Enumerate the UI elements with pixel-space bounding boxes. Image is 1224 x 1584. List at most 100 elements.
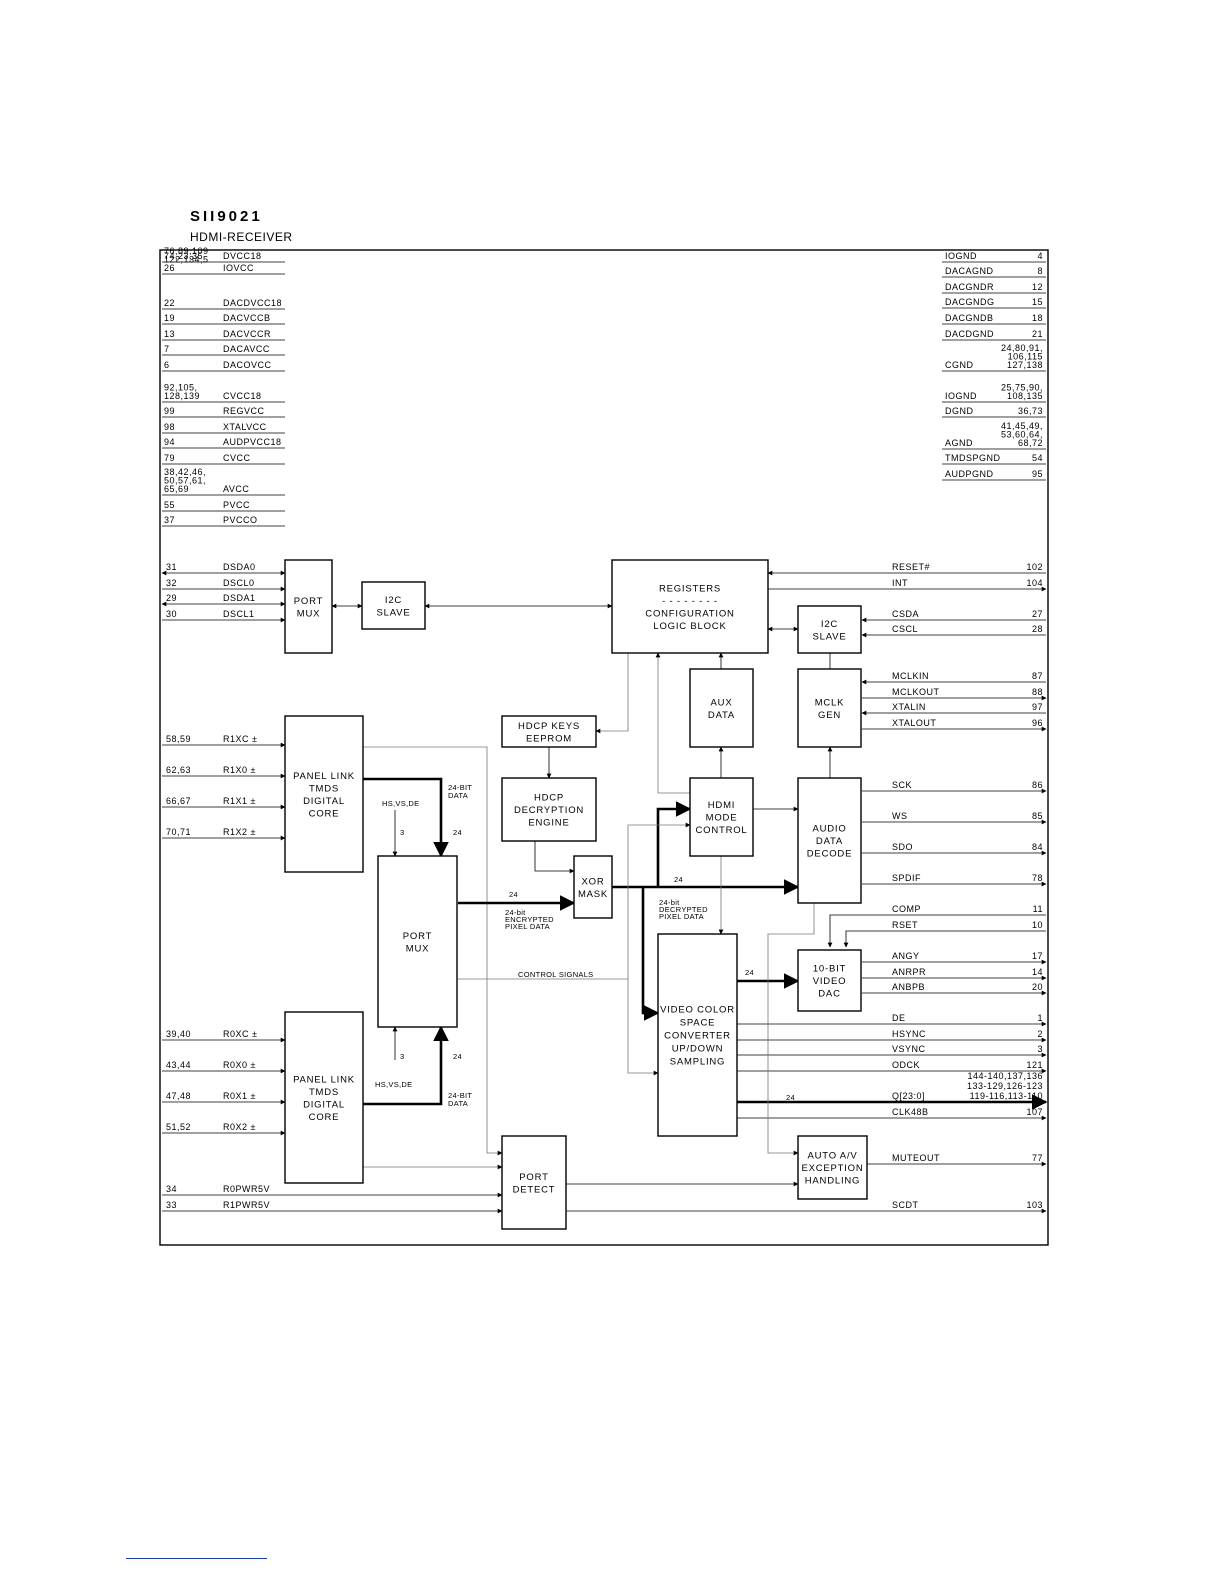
signal-pin-name: MCLKIN [892,671,929,681]
power-pin-number: 55 [164,500,175,510]
ground-pin-name: DACGNDB [945,313,994,323]
ground-pin-number: 25,75,90,108,135 [1001,383,1043,402]
signal-pin-number: 77 [1032,1153,1043,1163]
signal-pin-number: 47,48 [166,1091,191,1101]
signal-pin-name: CSDA [892,609,919,619]
audio-decode-block [797,777,862,904]
signal-pin-number: 88 [1032,687,1043,697]
signal-pin-number: 121 [1026,1060,1043,1070]
decrypted-hdmi-bus [656,801,692,887]
signal-pin-number: 39,40 [166,1029,191,1039]
control-csc-wire [627,887,659,1076]
signal-pin-number: 102 [1026,562,1043,572]
aux-data-block [689,668,754,748]
signal-pin-number: 87 [1032,671,1043,681]
power-pin-name: DACDVCC18 [223,298,282,308]
panel-link-1-block [284,715,364,873]
signal-pin-name: SPDIF [892,873,921,883]
signal-pin-name: SCDT [892,1200,919,1210]
signal-pin-number: 97 [1032,702,1043,712]
power-pin-name: PVCCO [223,515,258,525]
auto-av-block [797,1135,868,1200]
signal-pin-name: R1X2 ± [223,827,256,837]
ground-pin-number: 21 [1032,329,1043,339]
ground-pin-name: DACAGND [945,266,994,276]
signal-pin-name: CLK48B [892,1107,929,1117]
signal-pin-number: 29 [166,593,177,603]
ground-pin-name: CGND [945,360,974,370]
xor-mask-block [573,855,613,919]
decryption-xor-wire [534,841,575,874]
power-pin-name: DVCC18 [223,251,262,261]
ground-pin-name: DGND [945,406,974,416]
signal-pin-number: 10 [1032,920,1043,930]
hdmi-registers-wire [655,652,690,794]
panel1-data-bus [363,777,449,858]
port-mux-top [284,559,333,654]
signal-pin-name: DSCL0 [223,578,255,588]
signal-pin-name: DSDA1 [223,593,256,603]
ground-pin-name: DACDGND [945,329,994,339]
power-pin-number: 19 [164,313,175,323]
signal-pin-name: MCLKOUT [892,687,940,697]
signal-pin-name: DSDA0 [223,562,256,572]
signal-pin-number: 2 [1037,1029,1043,1039]
ground-pin-number: 12 [1032,282,1043,292]
ground-pin-number: 15 [1032,297,1043,307]
i2c-slave-left [361,581,426,630]
signal-pin-name: ODCK [892,1060,920,1070]
power-pin-name: REGVCC [223,406,265,416]
i2c-slave-right [797,605,862,654]
signal-pin-number: 32 [166,578,177,588]
port-mux-center-block [377,855,458,1028]
power-pin-name: CVCC [223,453,251,463]
signal-pin-number: 34 [166,1184,177,1194]
decrypted-csc-bus [641,887,660,1021]
power-pin-name: AVCC [223,484,249,494]
ground-pin-number: 41,45,49,53,60,64,68,72 [1001,421,1043,448]
panel1-detect-wire [363,746,503,1156]
signal-pin-number: 85 [1032,811,1043,821]
signal-pin-number: 103 [1026,1200,1043,1210]
hdmi-mode-control-block [689,777,754,857]
bus-width-24-q: 24 [786,1093,795,1102]
control-hdmi-wire [627,822,691,887]
audio-auto-wire [767,903,815,1156]
signal-pin-number: 58,59 [166,734,191,744]
signal-pin-name: INT [892,578,908,588]
signal-pin-name: SCK [892,780,912,790]
ground-pin-name: IOGND [945,391,977,401]
ground-pin-number: 54 [1032,453,1043,463]
signal-pin-number: 20 [1032,982,1043,992]
bus-width-24-bottom: 24 [453,1052,462,1061]
power-pin-number: 38,42,46,50,57,61,65,69 [164,467,206,494]
footer-rule [126,1558,267,1559]
power-pin-number: 94 [164,437,175,447]
ground-pin-number: 4 [1037,251,1043,261]
signal-pin-number: 1 [1037,1013,1043,1023]
registers-block [611,559,769,654]
panel-link-0-block [284,1011,364,1184]
signal-pin-number: 27 [1032,609,1043,619]
ground-pin-name: AUDPGND [945,469,994,479]
signal-pin-number: 17 [1032,951,1043,961]
ground-pin-name: DACGNDG [945,297,995,307]
power-pin-number: 6 [164,360,170,370]
power-pin-number: 7 [164,344,170,354]
signal-pin-name: COMP [892,904,921,914]
